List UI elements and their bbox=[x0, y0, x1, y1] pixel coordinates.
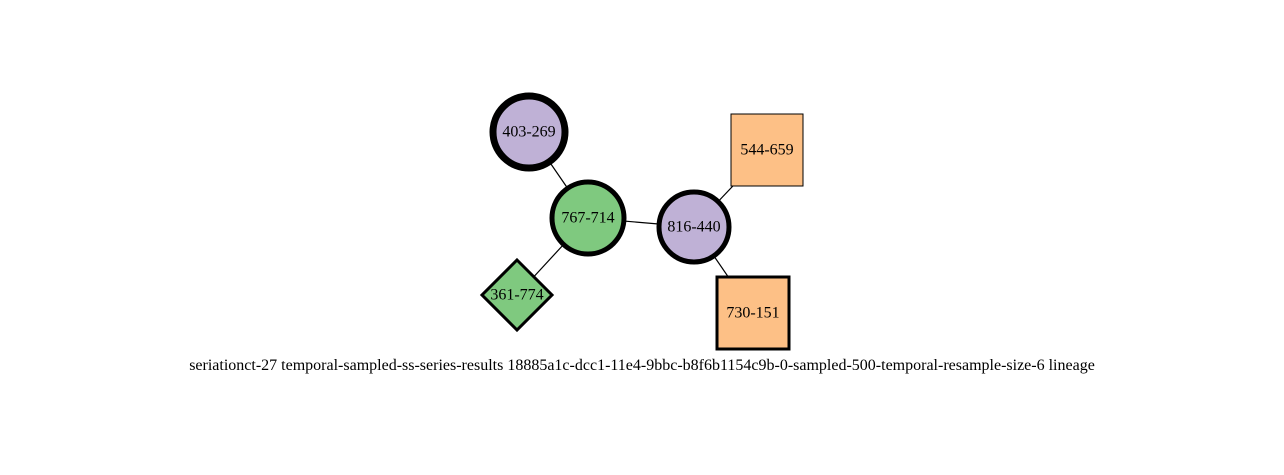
node-767-714[interactable]: 767-714 bbox=[549, 179, 627, 257]
node-circle bbox=[489, 92, 569, 172]
node-circle bbox=[549, 179, 627, 257]
node-544-659[interactable]: 544-659 bbox=[730, 113, 804, 187]
node-label: 816-440 bbox=[667, 219, 720, 236]
node-730-151[interactable]: 730-151 bbox=[715, 275, 791, 351]
node-403-269[interactable]: 403-269 bbox=[489, 92, 569, 172]
node-square bbox=[730, 113, 804, 187]
node-diamond bbox=[479, 257, 555, 333]
node-label: 767-714 bbox=[561, 210, 614, 227]
node-square bbox=[715, 275, 791, 351]
node-label: 544-659 bbox=[740, 142, 793, 159]
node-label: 403-269 bbox=[502, 124, 555, 141]
node-816-440[interactable]: 816-440 bbox=[656, 189, 732, 265]
nodes-layer: 403-269 767-714 361-774 816-440 544-659 730-1… bbox=[479, 92, 804, 351]
node-label: 361-774 bbox=[490, 287, 543, 304]
node-361-774[interactable]: 361-774 bbox=[479, 257, 555, 333]
node-circle bbox=[656, 189, 732, 265]
graph-caption: seriationct-27 temporal-sampled-ss-serie… bbox=[189, 357, 1095, 374]
node-label: 730-151 bbox=[726, 305, 779, 322]
